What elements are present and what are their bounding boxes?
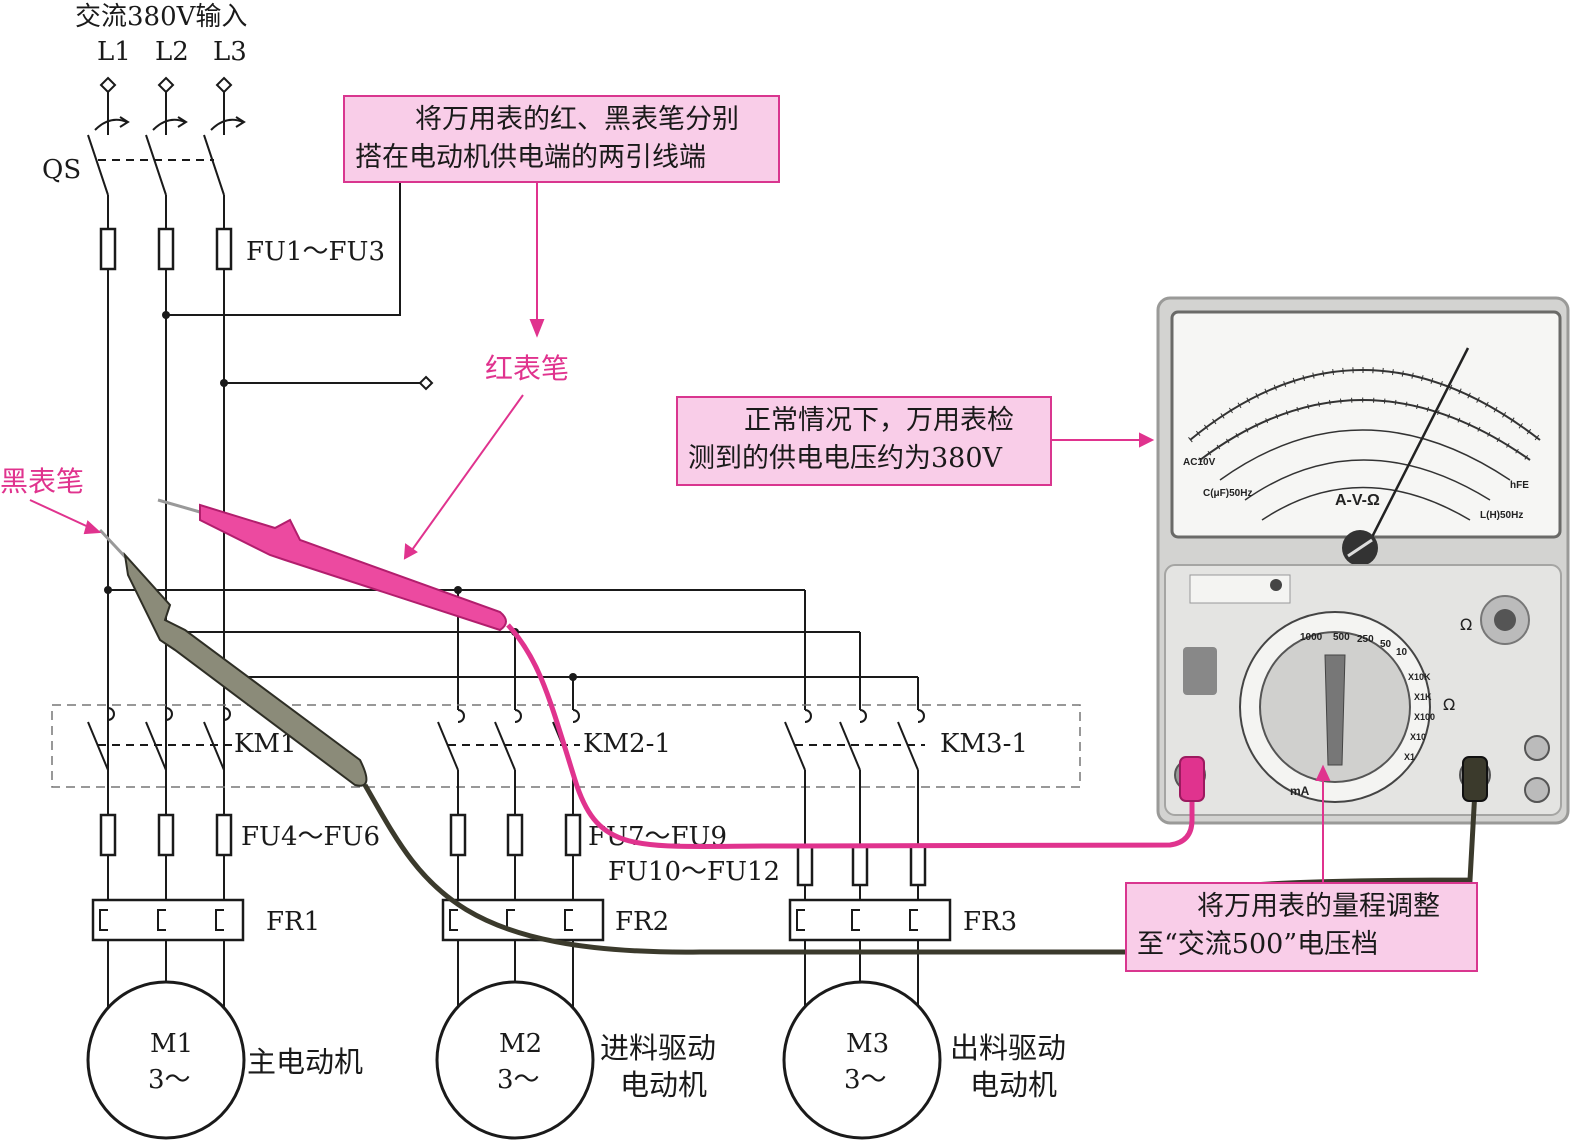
motor-m2-label-1: 进料驱动 [600,1031,716,1065]
range-setting-callout: 将万用表的量程调整 至“交流500”电压档 [1125,882,1478,972]
svg-text:1000: 1000 [1300,632,1323,643]
motor-m3-label-2: 电动机 [970,1068,1057,1102]
svg-text:AC10V: AC10V [1183,457,1216,468]
qs-label: QS [42,155,81,185]
svg-text:M2: M2 [499,1029,542,1059]
input-terminals [99,76,233,94]
phase-l3-label: L3 [213,37,247,67]
fr1-label: FR1 [266,907,320,937]
svg-text:L(H)50Hz: L(H)50Hz [1480,510,1523,521]
km3-contacts [784,709,925,771]
svg-text:3～: 3～ [844,1065,887,1095]
red-probe-label: 红表笔 [485,352,570,385]
motor-m2-label-2: 电动机 [620,1068,707,1102]
km1-contacts [87,707,232,771]
svg-text:250: 250 [1357,634,1374,645]
svg-text:3～: 3～ [497,1065,540,1095]
svg-text:X10K: X10K [1408,672,1431,682]
fu10-fu12-label: FU10～FU12 [608,857,780,887]
km2-contacts [437,709,580,771]
fu1-fu3-label: FU1～FU3 [246,237,385,267]
svg-text:Ω: Ω [1460,615,1472,634]
svg-text:mA: mA [1290,784,1310,798]
motor-m1: M1 3～ [86,980,246,1140]
red-probe [157,498,507,632]
svg-text:10: 10 [1396,647,1408,658]
motor-m1-label: 主电动机 [247,1045,363,1079]
fr3-label: FR3 [963,907,1017,937]
phase-l2-label: L2 [155,37,189,67]
fuses-fu4-fu6 [99,813,233,857]
meter-needle [1366,347,1470,546]
red-probe-cable [506,623,1195,850]
black-probe [98,528,368,787]
motor-m3-label-1: 出料驱动 [950,1031,1066,1065]
svg-text:X1K: X1K [1414,692,1432,702]
fuses-fu7-fu9 [449,813,582,857]
svg-text:X10: X10 [1410,732,1426,742]
fr3-relay [788,898,952,942]
svg-text:50: 50 [1380,639,1392,650]
qs-switch [87,134,225,196]
svg-text:Ω: Ω [1443,695,1455,714]
svg-text:M3: M3 [846,1029,889,1059]
black-probe-label: 黑表笔 [0,465,85,498]
km2-label: KM2-1 [583,729,671,759]
svg-text:3～: 3～ [148,1065,191,1095]
svg-text:A-V-Ω: A-V-Ω [1335,492,1380,509]
svg-text:X1: X1 [1404,752,1415,762]
fr1-relay [91,898,245,942]
svg-text:M1: M1 [150,1029,193,1059]
probe-instruction-callout: 将万用表的红、黑表笔分别 搭在电动机供电端的两引线端 [343,95,780,183]
fu4-fu6-label: FU4～FU6 [241,822,380,852]
svg-text:500: 500 [1333,632,1350,643]
multimeter: A-V-Ω AC10V C(μF)50Hz L(H)50Hz hFE Ω 100… [1156,296,1570,825]
black-probe-plug [1462,756,1488,802]
motor-m3: M3 3～ [782,980,942,1140]
input-title: 交流380V输入 [75,2,247,32]
fuses-fu1-fu3 [99,227,233,271]
red-probe-plug [1179,756,1205,802]
fr2-label: FR2 [615,907,669,937]
svg-text:C(μF)50Hz: C(μF)50Hz [1203,488,1252,499]
contactor-box [51,704,1081,788]
normal-voltage-callout: 正常情况下，万用表检 测到的供电电压约为380V [676,396,1052,486]
motor-m2: M2 3～ [435,980,595,1140]
fuses-fu10-fu12 [796,843,927,887]
svg-text:hFE: hFE [1510,480,1529,491]
km3-label: KM3-1 [940,729,1028,759]
svg-text:X100: X100 [1414,712,1435,722]
phase-l1-label: L1 [97,37,131,67]
